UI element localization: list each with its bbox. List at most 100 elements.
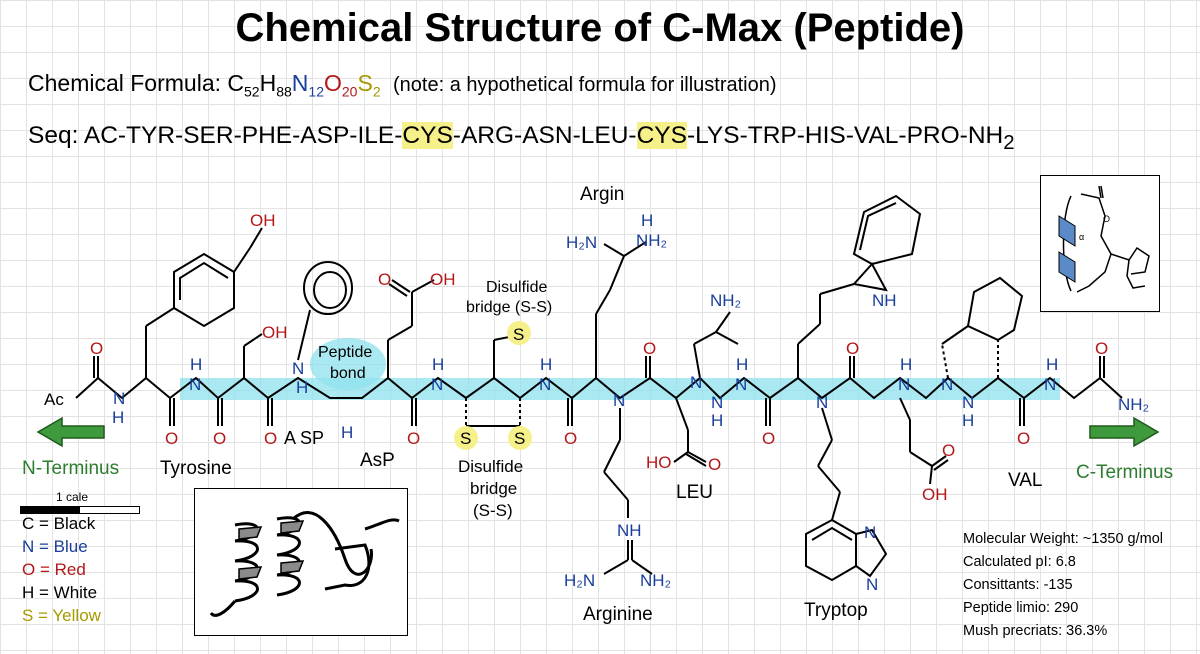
sequence-part: -LYS-TRP-HIS-VAL-PRO-NH [686, 122, 1004, 149]
formula-c: C52 [227, 70, 260, 100]
argin-label: Argin [580, 184, 624, 205]
arginine-upper-side-chain [595, 241, 647, 378]
legend-nitrogen: N = Blue [22, 537, 88, 556]
carbonyl-groups [93, 356, 1105, 426]
c-terminus-label: C-Terminus [1076, 462, 1173, 483]
atom-o: O [213, 429, 226, 448]
atom-n: N [113, 389, 125, 408]
atom-h: H [641, 211, 653, 230]
disulfide-bottom-label: (S-S) [473, 501, 513, 520]
atom-h: H [296, 378, 308, 397]
cyclic-peptide-icon: O α [1058, 185, 1150, 293]
atom-o: O [846, 339, 859, 358]
disulfide-ring [454, 321, 532, 450]
disulfide-top-label: Disulfide [486, 279, 547, 296]
atom-oh: OH [430, 270, 456, 289]
c-terminus-arrow [1089, 416, 1160, 448]
atom-o: O [942, 441, 955, 460]
ribbon-icon [209, 511, 400, 617]
ribbon-thumbnail [194, 488, 408, 636]
peptide-bond-highlight [310, 338, 386, 390]
val-label: VAL [1008, 470, 1043, 491]
sequence-subscript: 2 [1003, 131, 1015, 154]
page-title: Chemical Structure of C-Max (Peptide) [235, 6, 965, 50]
atom-h: H [112, 408, 124, 427]
atom-h2n: H₂N [566, 233, 597, 252]
atom-nh2: NH₂ [710, 291, 741, 310]
atom-oh: OH [250, 211, 276, 230]
atom-n: N [539, 375, 551, 394]
atom-o: O [407, 429, 420, 448]
atom-n: N [864, 523, 876, 542]
peptide-bond-label: bond [330, 365, 366, 382]
atom-n: N [941, 375, 953, 394]
atom-o: O [90, 339, 103, 358]
scale-label: 1 cale [56, 490, 89, 504]
formula-n: N12 [291, 70, 324, 100]
n-terminus-arrow [36, 416, 105, 448]
sequence-part: -ARG-ASN-LEU- [452, 122, 637, 149]
atom-h: H [962, 411, 974, 430]
atom-h: H [540, 355, 552, 374]
atom-h: H [736, 355, 748, 374]
atom-o: O [708, 455, 721, 474]
leucine-side-chain [673, 311, 739, 467]
acetyl-label: Ac [44, 390, 64, 409]
phenyl-ring [297, 261, 353, 361]
properties-panel: Molecular Weight: ~1350 g/mol Calculated… [963, 528, 1163, 643]
thumb-alpha-label: α [1079, 232, 1084, 242]
atom-h2n: H₂N [564, 571, 595, 590]
atom-n: N [866, 575, 878, 594]
atom-o: O [762, 429, 775, 448]
atom-ho: HO [646, 453, 672, 472]
formula-prefix: Chemical Formula: [28, 70, 228, 96]
atom-n: N [711, 393, 723, 412]
legend-hydrogen: H = White [22, 583, 98, 602]
tyrosine-side-chain [145, 227, 263, 378]
sequence-prefix: Seq: [28, 122, 84, 149]
atom-nh: NH [617, 521, 642, 540]
atom-h: H [900, 355, 912, 374]
arginine-lower-side-chain [603, 408, 653, 575]
tryptophan-side-chain [797, 194, 922, 378]
asp-label: AsP [360, 450, 395, 471]
leu-label: LEU [676, 482, 713, 503]
atom-nh2: NH₂ [636, 231, 667, 250]
atom-h: H [190, 355, 202, 374]
atom-n: N [431, 375, 443, 394]
legend-sulfur: S = Yellow [22, 606, 101, 625]
n-terminus-label: N-Terminus [22, 458, 119, 479]
disulfide-bottom-label: bridge [470, 479, 517, 498]
atom-o: O [378, 270, 391, 289]
atom-o: O [643, 339, 656, 358]
atom-o: O [1095, 339, 1108, 358]
atom-n: N [816, 393, 828, 412]
atom-nh2: NH₂ [1118, 395, 1149, 414]
peptide-limio: Peptide limio: 290 [963, 600, 1079, 616]
formula-s: S2 [357, 70, 381, 100]
atom-n: N [189, 375, 201, 394]
atom-n: N [962, 393, 974, 412]
atom-oh: OH [922, 485, 948, 504]
residue-labels: N-Terminus Tyrosine A SP AsP Peptide bon… [22, 184, 1173, 625]
atom-oh: OH [262, 323, 288, 342]
atom-h: H [432, 355, 444, 374]
atom-o: O [264, 429, 277, 448]
atom-nh: NH [872, 291, 897, 310]
tyrosine-label: Tyrosine [160, 458, 232, 479]
sequence-line: Seq: AC-TYR-SER-PHE-ASP-ILE-CYS-ARG-ASN-… [28, 122, 1015, 155]
atom-n: N [735, 375, 747, 394]
atom-s: S [460, 429, 471, 448]
thumb-o-label: O [1103, 214, 1110, 224]
atom-s: S [513, 325, 524, 344]
benzimidazole-side-chain [805, 407, 888, 582]
atom-o: O [1017, 429, 1030, 448]
atom-h: H [711, 411, 723, 430]
mush-precriats: Mush precriats: 36.3% [963, 623, 1108, 639]
formula-o: O20 [324, 70, 358, 100]
sequence-part: AC-TYR-SER-PHE-ASP-ILE- [83, 122, 403, 149]
sequence-cys-highlight: CYS [402, 122, 453, 149]
legend-carbon: C = Black [22, 514, 96, 533]
scale-bar [20, 506, 140, 514]
molecular-weight: Molecular Weight: ~1350 g/mol [963, 531, 1164, 547]
